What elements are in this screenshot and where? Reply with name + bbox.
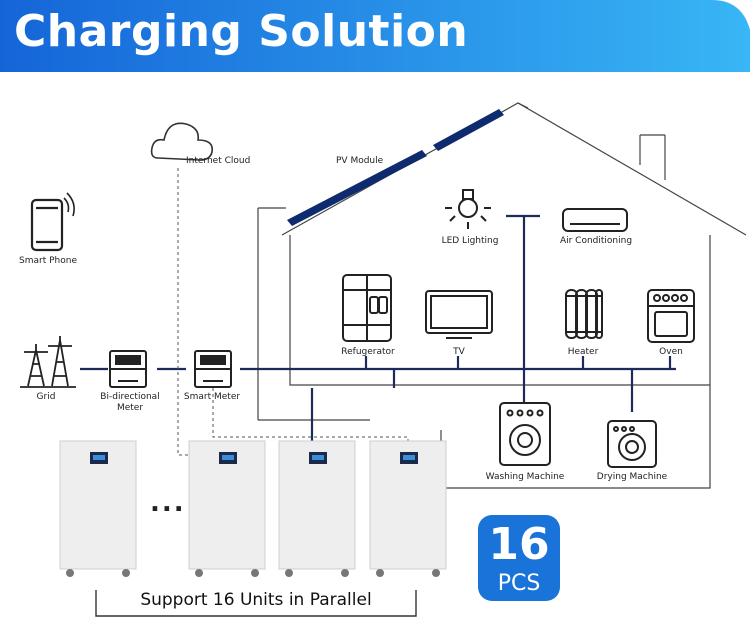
comm-line [177,168,409,456]
solar-panel-icon [287,109,504,226]
label-internet-cloud: Internet Cloud [186,156,251,166]
label-led-lighting: LED Lighting [441,236,499,246]
label-washing-machine: Washing Machine [485,472,565,482]
page-title: Charging Solution [14,6,469,57]
label-smart-phone: Smart Phone [19,256,77,266]
meter-icon [109,350,147,388]
tv-icon [425,290,493,339]
badge-number: 16 [488,519,550,570]
battery-cabinet-icon [278,440,356,577]
label-pv-module: PV Module [336,156,384,166]
battery-cabinet-icon [59,440,137,577]
dryer-icon [607,420,657,468]
label-bidirectional-meter-1: Bi-directional [100,392,160,402]
parallel-caption: Support 16 Units in Parallel [140,590,372,610]
parallel-bracket [95,590,417,617]
label-tv: TV [453,347,465,357]
label-heater: Heater [567,347,599,357]
air-conditioner-icon [562,208,628,232]
washing-machine-icon [499,402,551,466]
battery-cabinets [59,440,447,577]
cloud-icon [150,122,214,161]
unit-count-badge: 16 PCS [478,515,560,601]
label-air-conditioning: Air Conditioning [559,236,633,246]
label-refrigerator: Refugerator [341,347,395,357]
label-oven: Oven [659,347,683,357]
badge-unit: PCS [497,571,541,596]
oven-icon [647,289,695,343]
battery-cabinet-icon [188,440,266,577]
label-smart-meter: Smart Meter [183,392,241,402]
heater-icon [565,289,603,339]
wiring [80,214,676,442]
pylon-icon [20,336,76,388]
battery-gap-ellipsis: ... [150,488,186,518]
battery-cabinet-icon [369,440,447,577]
label-bidirectional-meter-2: Meter [116,403,144,413]
header-banner [0,0,750,72]
phone-icon [30,192,75,252]
bulb-icon [445,189,491,229]
smart-meter-icon [194,350,232,388]
fridge-icon [342,274,392,342]
label-grid: Grid [36,392,56,402]
label-drying-machine: Drying Machine [596,472,668,482]
